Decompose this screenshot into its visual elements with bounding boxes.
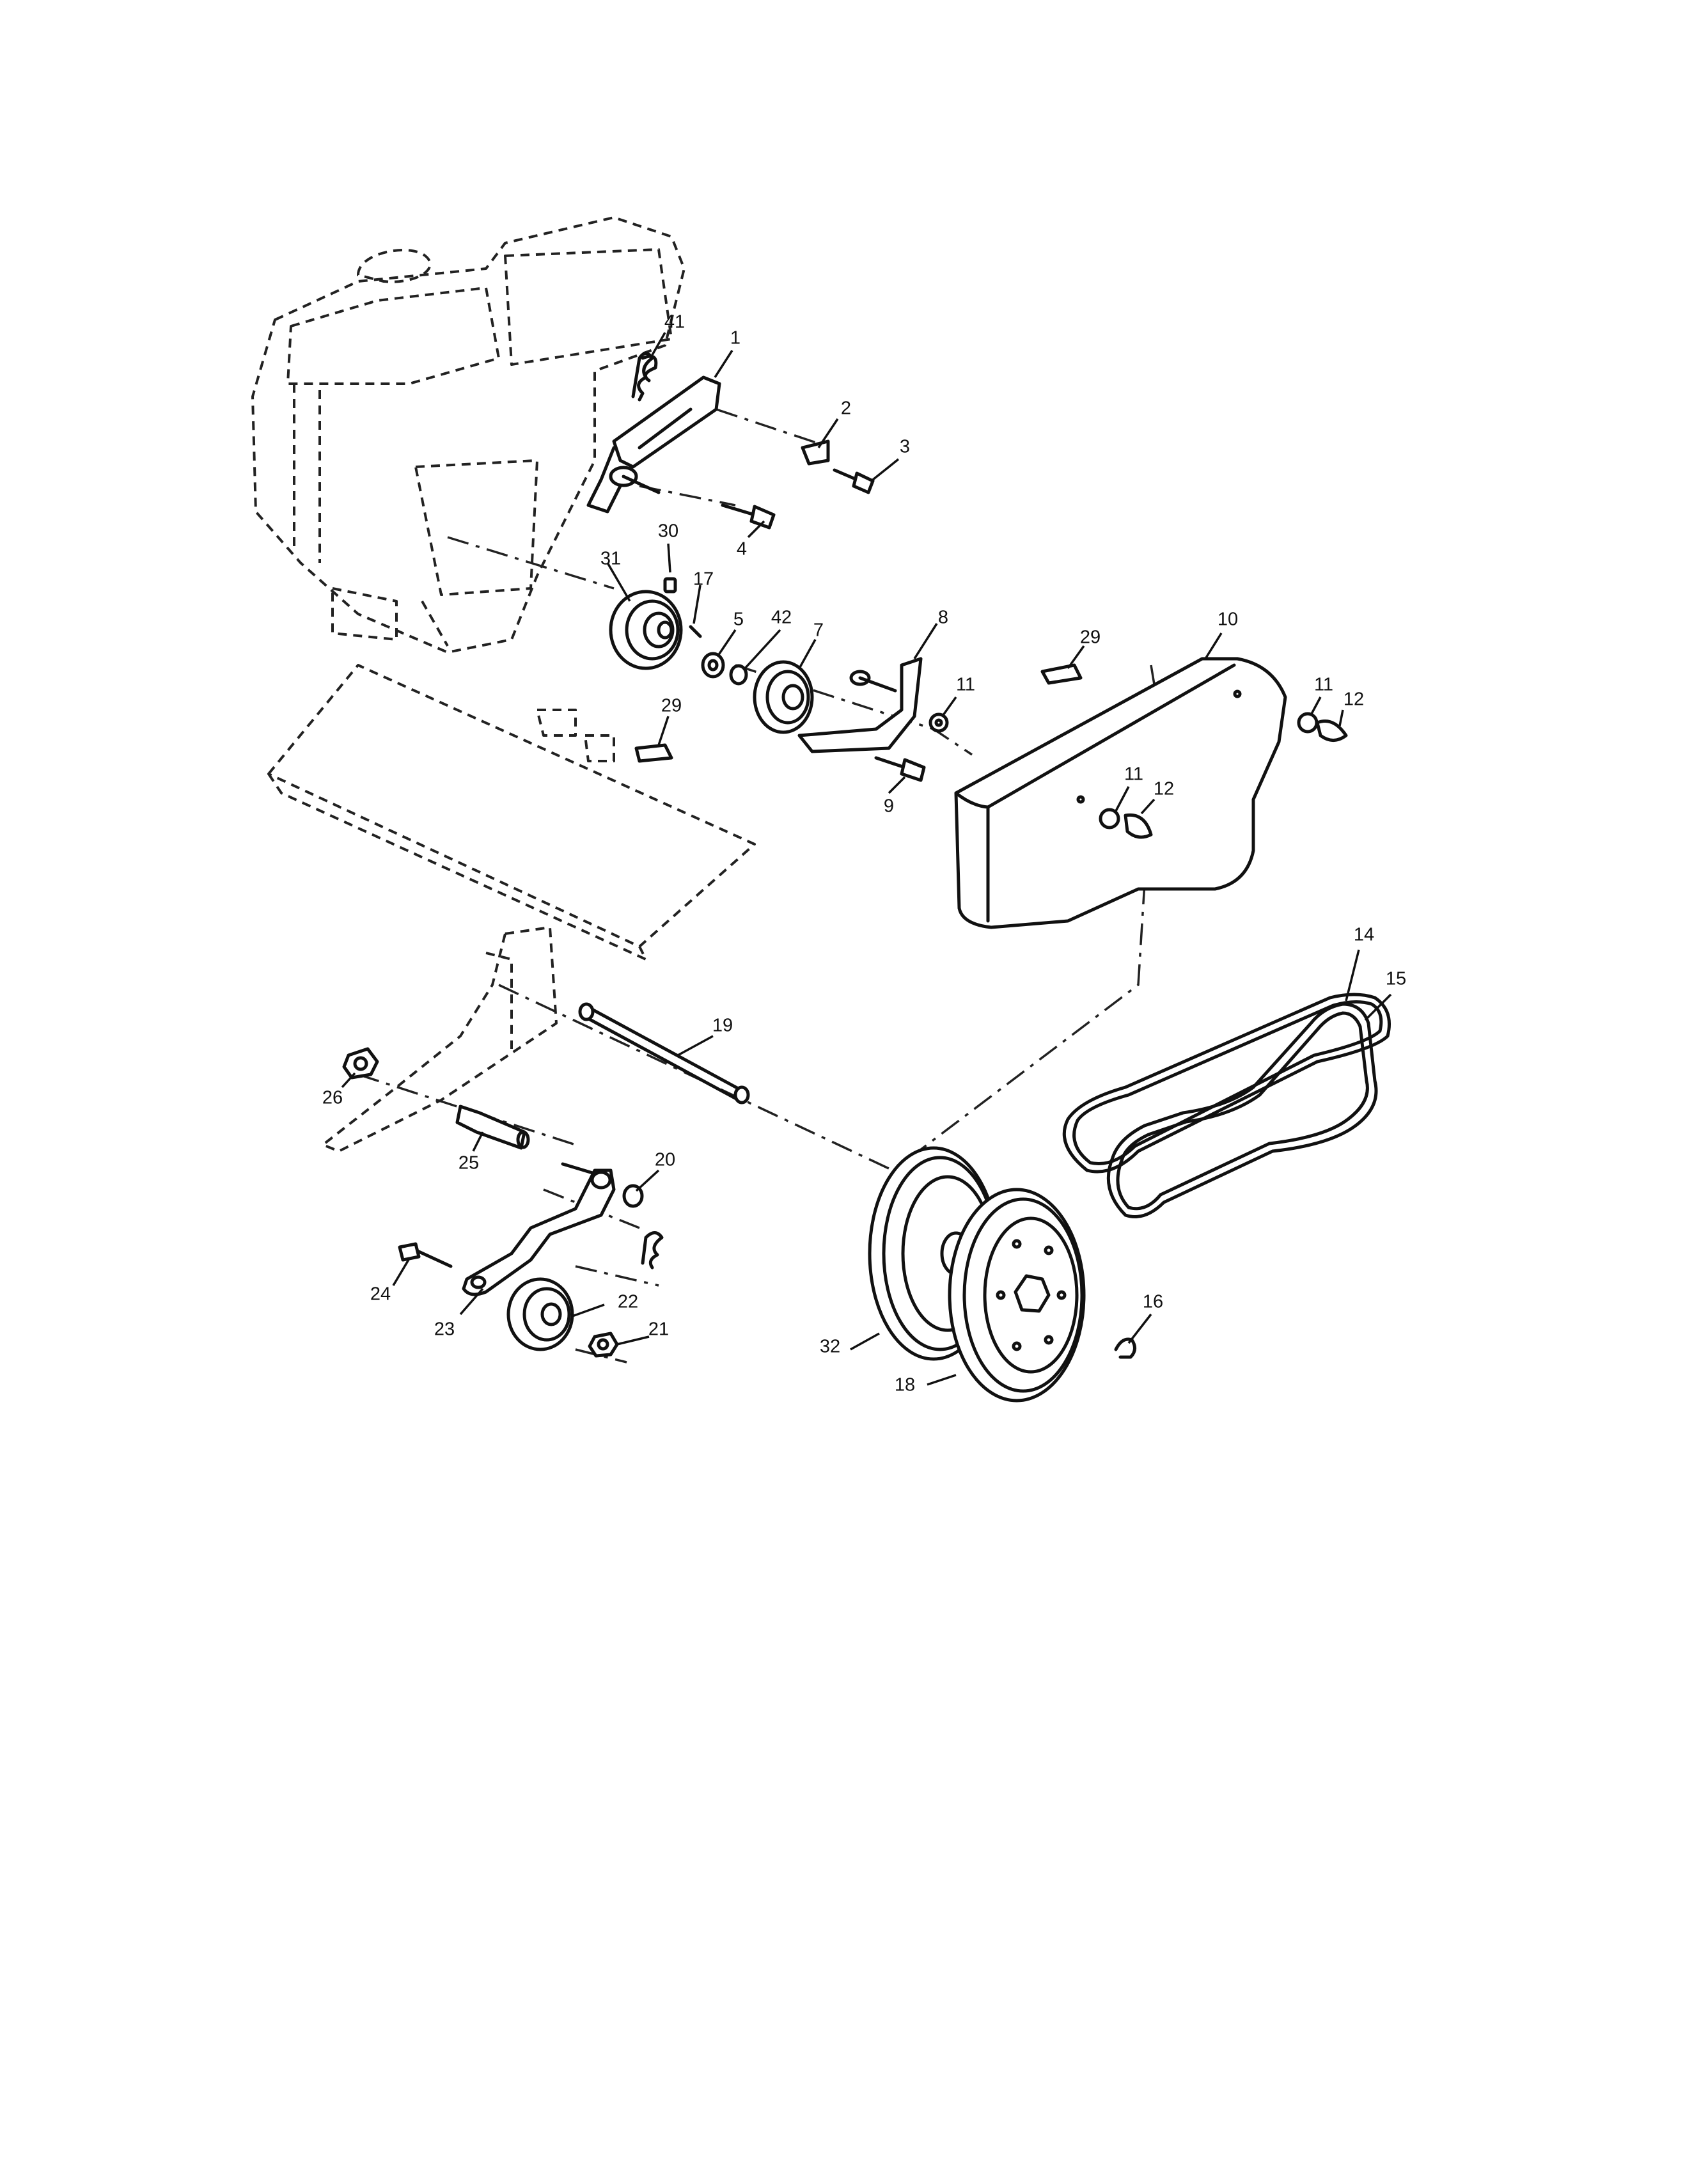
washer-part-42 <box>729 664 748 686</box>
idler-arm-part-8 <box>797 657 923 753</box>
spring-part-41 <box>631 352 658 402</box>
belt-guard-part-10 <box>954 657 1287 929</box>
callout-25: 25 <box>458 1153 479 1174</box>
callout-4: 4 <box>737 539 747 560</box>
setscrew-part-17 <box>689 625 702 638</box>
callout-10: 10 <box>1218 609 1238 630</box>
callout-15: 15 <box>1386 969 1406 989</box>
callout-32: 32 <box>820 1337 840 1357</box>
clip-part-2 <box>801 439 830 466</box>
callout-20: 20 <box>655 1150 675 1170</box>
idler-bracket-part-1 <box>586 375 721 514</box>
key-part-30 <box>663 577 677 594</box>
callout-42: 42 <box>771 608 792 628</box>
callout-3: 3 <box>900 437 910 457</box>
callout-26: 26 <box>322 1088 343 1108</box>
callout-14: 14 <box>1354 925 1374 945</box>
acorn-nut-part-12-side <box>1124 813 1153 839</box>
callout-18: 18 <box>895 1375 915 1396</box>
pivot-pin-part-25 <box>455 1105 530 1150</box>
frame-outline <box>322 926 558 1152</box>
spacer-part-5 <box>701 652 725 679</box>
shaft-part-19 <box>578 1002 750 1105</box>
drive-pulley-part-18 <box>948 1188 1086 1403</box>
idler-arm-part-23 <box>462 1162 616 1296</box>
bolt-part-9 <box>874 756 926 782</box>
clip-part-29-upper <box>1040 663 1083 685</box>
bolt-part-4 <box>721 503 776 530</box>
washer-part-11 <box>928 712 949 733</box>
callout-5: 5 <box>733 609 744 630</box>
callout-11-guard-side: 11 <box>1124 764 1143 785</box>
nut-part-26 <box>342 1047 379 1080</box>
belt-part-15 <box>1106 1002 1378 1218</box>
callout-23: 23 <box>434 1319 455 1340</box>
callout-labels: 1 41 2 3 4 30 31 17 5 42 7 8 11 9 10 29 … <box>322 312 1406 1396</box>
tine-hood-outline <box>267 664 756 961</box>
callout-31: 31 <box>600 549 621 569</box>
callout-22: 22 <box>618 1292 638 1312</box>
leader-lines <box>341 332 1392 1386</box>
acorn-nut-part-12-top <box>1315 719 1348 742</box>
belt-part-14 <box>1062 993 1391 1174</box>
callout-11-arm: 11 <box>956 675 975 695</box>
callout-19: 19 <box>712 1016 733 1036</box>
callout-29-lower: 29 <box>661 696 682 716</box>
bolt-part-24 <box>398 1242 453 1268</box>
callout-30: 30 <box>658 521 678 542</box>
clip-part-29 <box>634 743 673 763</box>
engine-pulley-part-31 <box>609 590 683 670</box>
callout-2: 2 <box>841 398 851 419</box>
bolt-part-3 <box>833 468 875 494</box>
callout-21: 21 <box>648 1319 669 1340</box>
retaining-ring-part-16 <box>1114 1337 1136 1359</box>
callout-16: 16 <box>1143 1292 1163 1312</box>
callout-41: 41 <box>664 312 685 333</box>
callout-11-guard-top: 11 <box>1314 675 1333 695</box>
callout-29-upper: 29 <box>1080 627 1101 648</box>
spring-idler-arm <box>641 1231 664 1270</box>
callout-12-top: 12 <box>1344 689 1364 710</box>
engine-outline <box>251 216 686 654</box>
callout-24: 24 <box>370 1284 391 1305</box>
callout-9: 9 <box>884 796 894 817</box>
callout-8: 8 <box>938 608 948 628</box>
idler-pulley-part-22 <box>506 1277 574 1351</box>
callout-7: 7 <box>813 620 824 641</box>
washer-part-11-guard-top <box>1297 712 1319 734</box>
idler-pulley-part-7 <box>753 660 814 734</box>
nut-part-21 <box>588 1332 619 1358</box>
washer-part-11-guard-side <box>1099 808 1120 829</box>
callout-1: 1 <box>730 328 740 349</box>
callout-12-side: 12 <box>1154 779 1174 799</box>
callout-17: 17 <box>693 569 714 590</box>
retaining-ring-part-20 <box>622 1184 644 1208</box>
